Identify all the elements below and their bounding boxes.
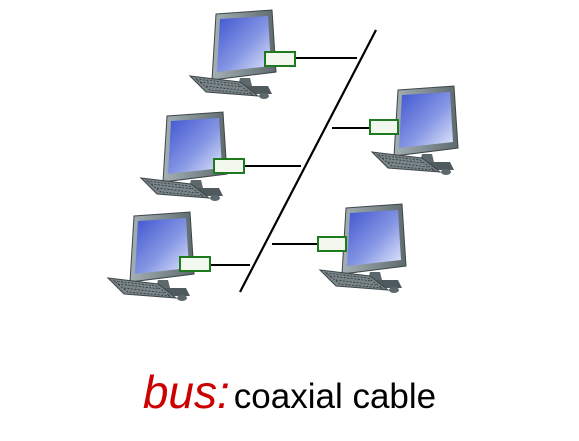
diagram-caption: bus: coaxial cable	[0, 365, 579, 419]
desktop-computer-icon	[140, 111, 228, 202]
caption-keyword: bus:	[142, 366, 230, 418]
coaxial-bus-cable	[239, 29, 377, 293]
network-adapter-icon	[264, 51, 296, 67]
network-adapter-icon	[179, 256, 211, 272]
network-adapter-icon	[369, 119, 399, 135]
computer-2	[140, 111, 245, 202]
computer-3	[107, 211, 211, 302]
network-adapter-icon	[213, 158, 245, 174]
caption-description: coaxial cable	[233, 377, 437, 416]
desktop-computer-icon	[189, 9, 277, 100]
computer-1	[189, 9, 296, 100]
computer-4	[369, 85, 459, 176]
network-adapter-icon	[317, 236, 347, 252]
computer-5	[317, 203, 407, 294]
